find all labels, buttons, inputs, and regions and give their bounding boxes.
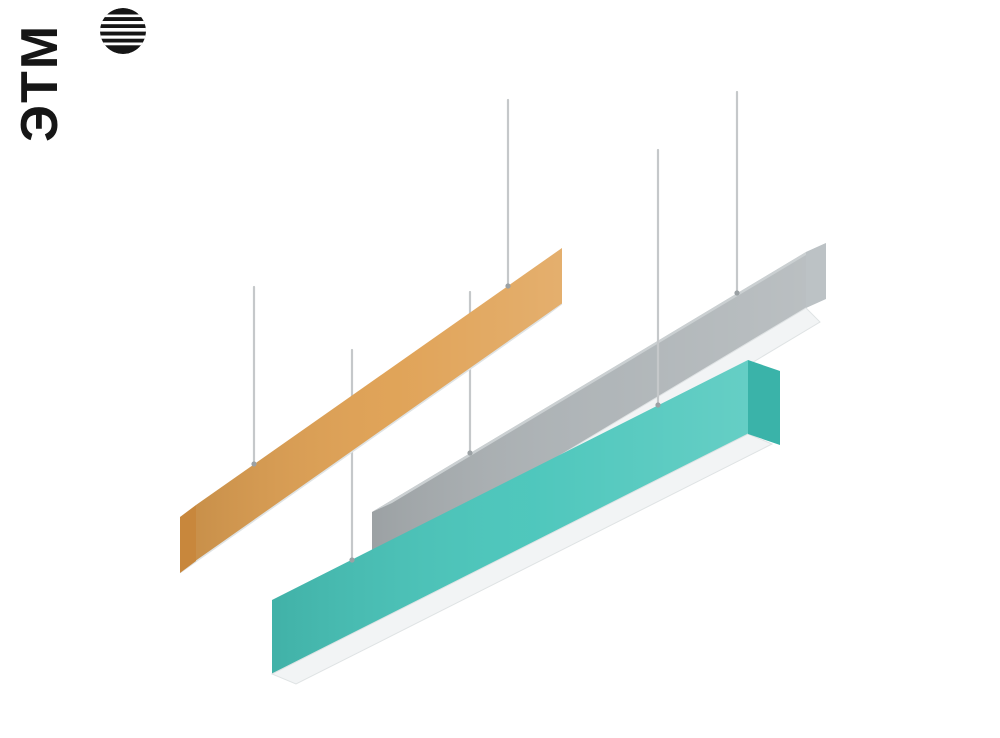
- wire-connector: [655, 402, 661, 408]
- wire-connector: [734, 290, 740, 296]
- orange-pendant-luminaire: [179, 248, 563, 574]
- gray-fixture-top-face: [372, 243, 826, 512]
- globe-stripe: [100, 14, 146, 18]
- gray-fixture-end-cap: [806, 243, 826, 308]
- globe-stripe: [100, 21, 146, 25]
- gray-fixture-shading: [372, 252, 806, 568]
- globe-stripe: [100, 42, 146, 46]
- striped-globe-icon: [100, 8, 146, 54]
- globe-stripe: [100, 28, 146, 32]
- orange-fixture-shading: [196, 248, 562, 561]
- globe-stripe: [100, 35, 146, 39]
- teal-fixture-shading: [272, 360, 748, 674]
- suspension-wires-front: [252, 90, 739, 466]
- wire-connector: [349, 557, 355, 563]
- orange-fixture-end-cap: [180, 505, 196, 573]
- wire-connector: [467, 450, 473, 456]
- wire-connector: [505, 283, 511, 289]
- teal-fixture-end-cap: [748, 360, 780, 445]
- wire-connector: [251, 461, 257, 467]
- wire-connectors: [251, 283, 740, 563]
- teal-fixture-diffuser: [270, 433, 774, 685]
- teal-pendant-luminaire: [270, 360, 780, 685]
